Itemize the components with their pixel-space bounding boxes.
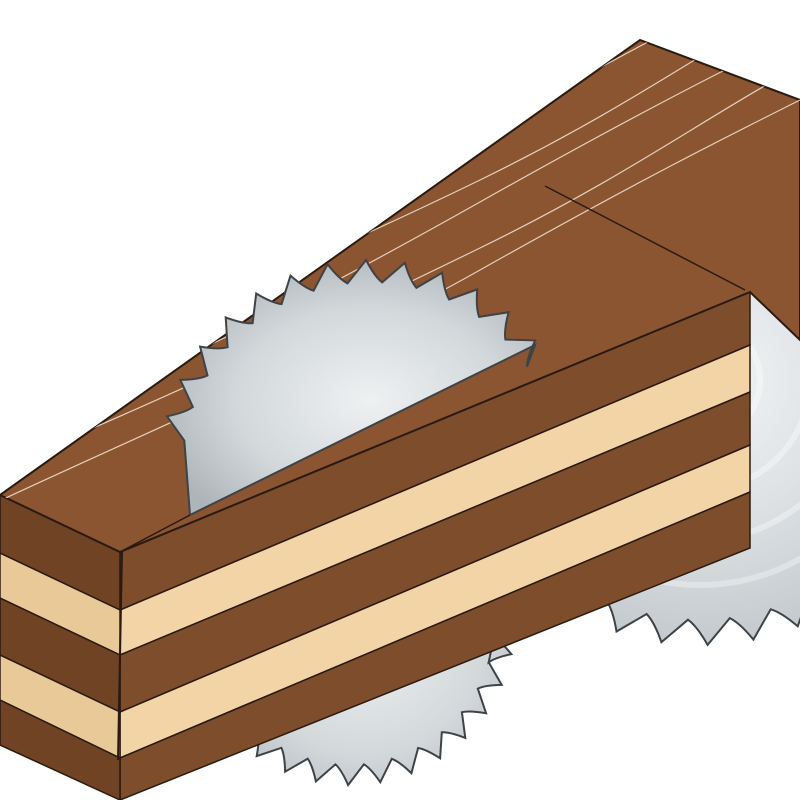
front-face-layer-5 [0, 699, 121, 800]
kerf-line-end [117, 551, 123, 761]
wood-grain-line [0, 55, 800, 477]
board-end-face [119, 290, 751, 800]
board-front-face [0, 494, 121, 800]
kerf-line-top-left [119, 514, 191, 553]
wood-grain-line [0, 89, 800, 511]
kerf-line-top [544, 185, 746, 291]
saw-cut-slot [117, 185, 746, 761]
saw-blade-through-cut [165, 258, 537, 517]
